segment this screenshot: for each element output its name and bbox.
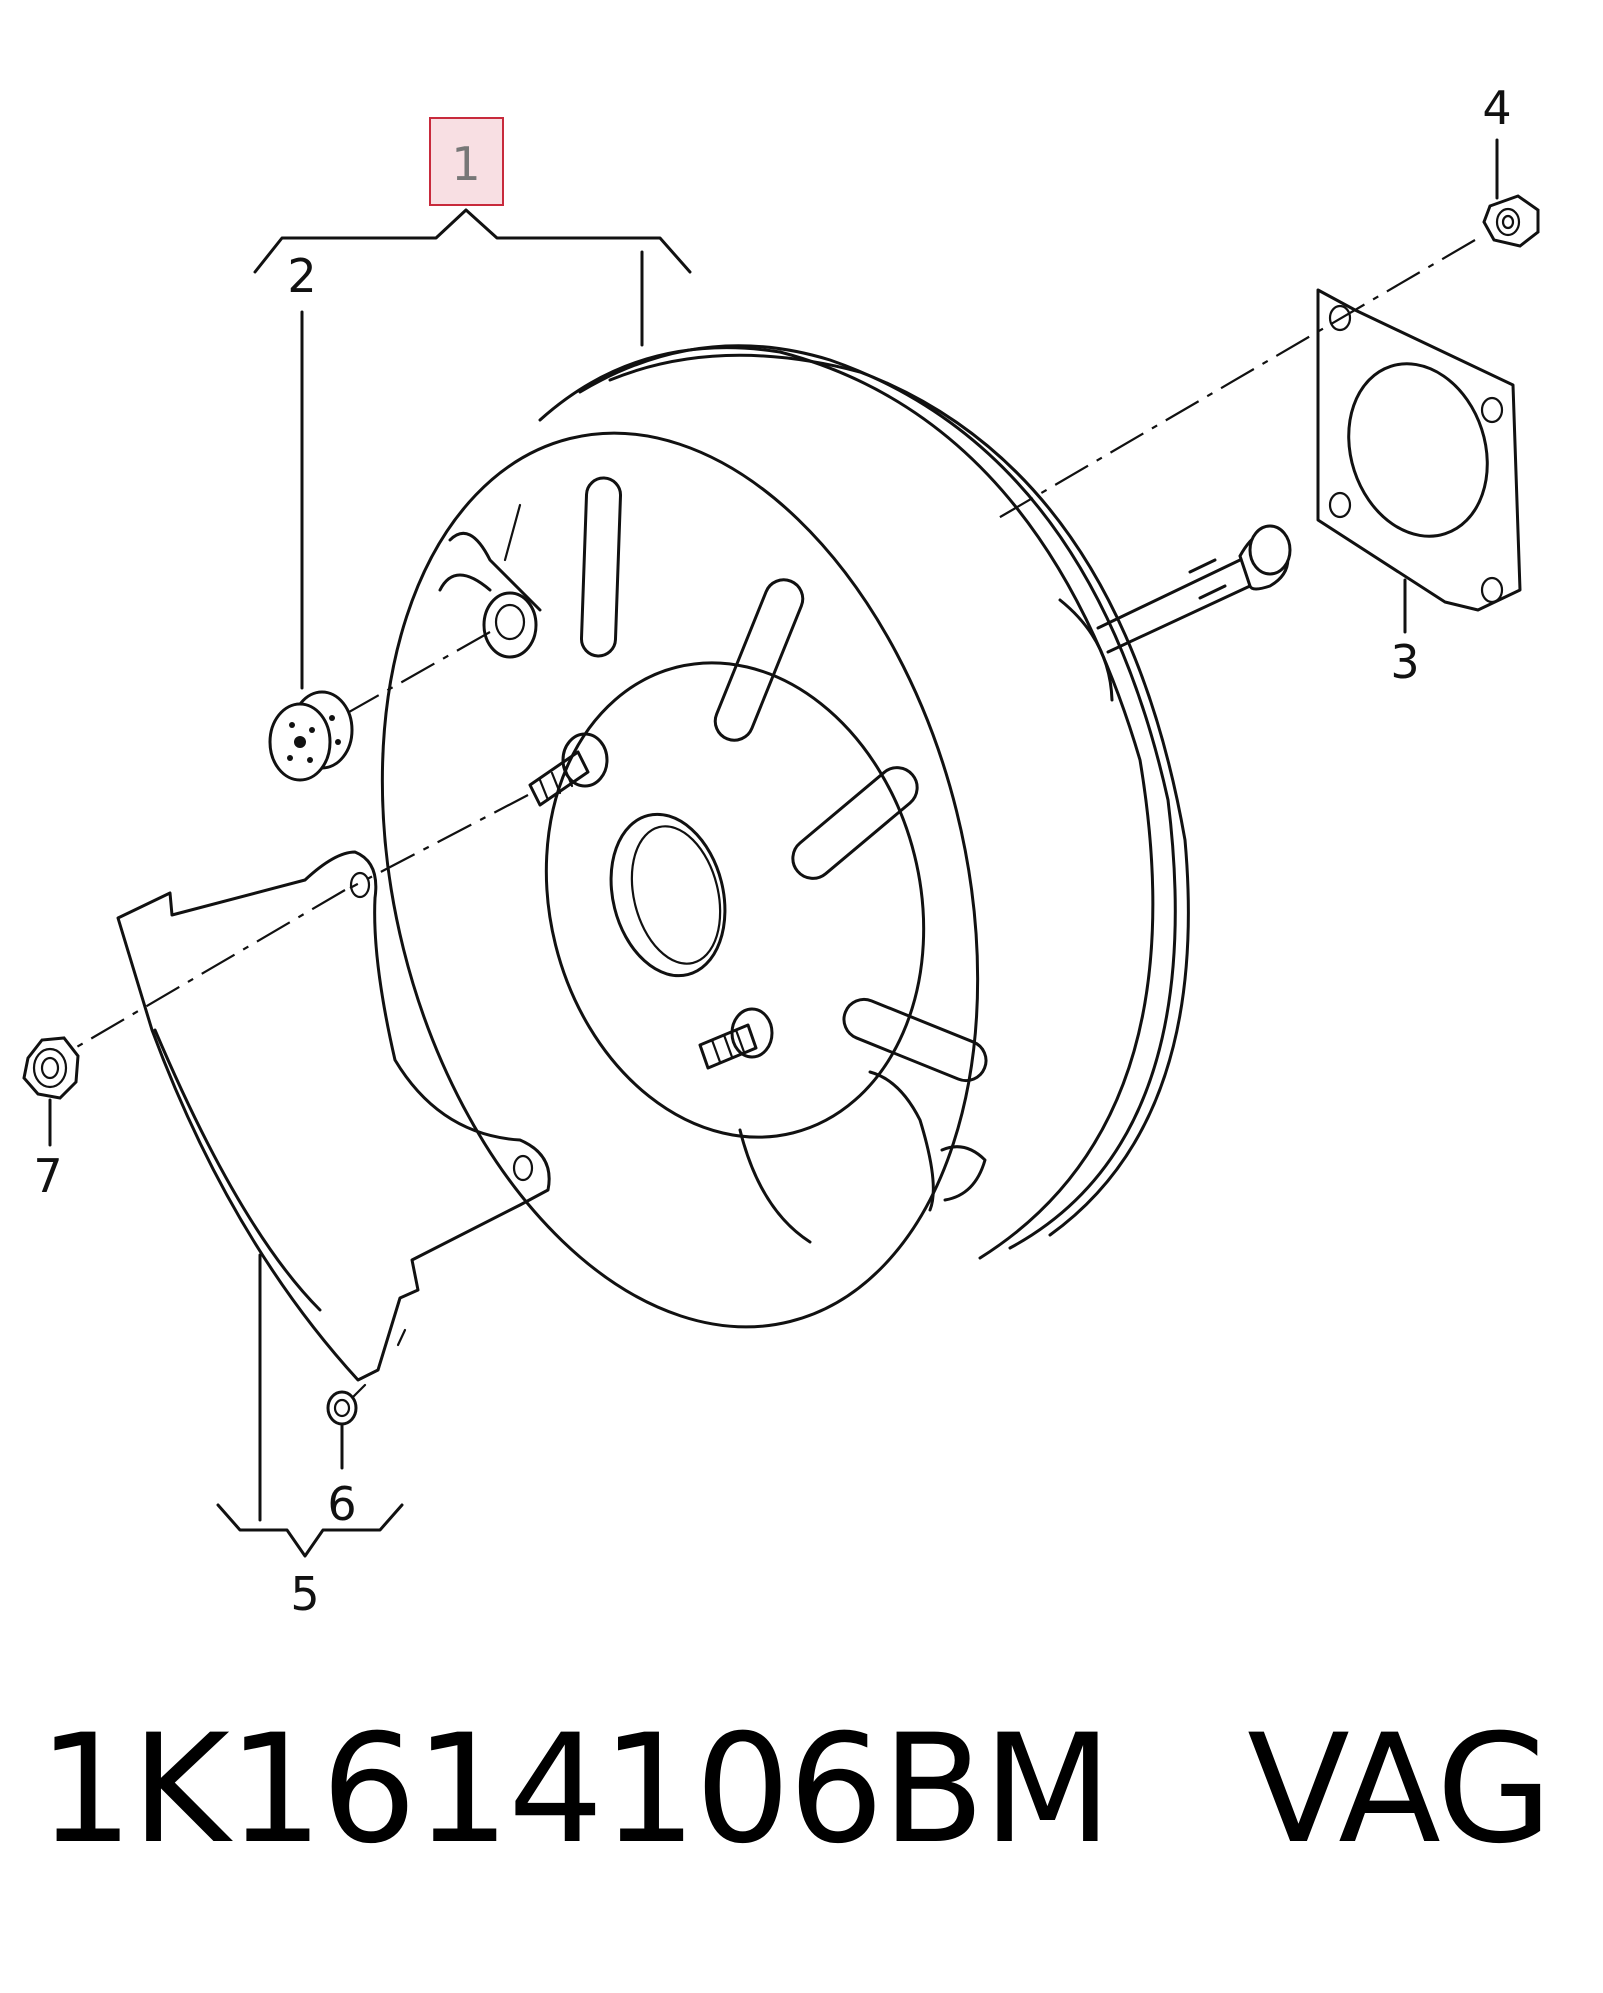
callout-1-group[interactable]: 1	[429, 117, 504, 206]
callout-1-label: 1	[451, 137, 480, 191]
callout-4-label: 4	[1482, 81, 1511, 135]
callout-2-label: 2	[287, 249, 316, 303]
gasket-plate[interactable]	[1316, 288, 1522, 612]
axis-line-shield	[349, 794, 529, 889]
callout-5-bracket	[216, 1503, 404, 1558]
heat-shield[interactable]	[116, 850, 551, 1382]
callout-7-label: 7	[33, 1149, 62, 1203]
axis-line-nut-7	[74, 889, 346, 1049]
axis-line-top	[994, 239, 1476, 521]
axis-line-grommet	[334, 631, 491, 721]
brake-booster-body[interactable]	[293, 344, 1190, 1391]
part-number-caption: 1K1614106BM VAG	[38, 1703, 1552, 1877]
push-rod	[1096, 524, 1292, 654]
callout-1-bracket	[253, 208, 692, 274]
threaded-stud-upper	[528, 732, 609, 807]
grommet-part[interactable]	[268, 690, 354, 782]
hex-nut-icon[interactable]	[1482, 194, 1540, 248]
threaded-stud-lower	[698, 1007, 774, 1070]
callout-3-label: 3	[1390, 635, 1419, 689]
clip-part[interactable]	[326, 1383, 367, 1426]
flange-nut-icon[interactable]	[22, 1036, 80, 1100]
callout-1-highlight-box	[429, 117, 504, 206]
callout-6-label: 6	[327, 1477, 356, 1531]
radial-slots	[579, 476, 988, 1083]
callout-5-label: 5	[290, 1567, 319, 1621]
